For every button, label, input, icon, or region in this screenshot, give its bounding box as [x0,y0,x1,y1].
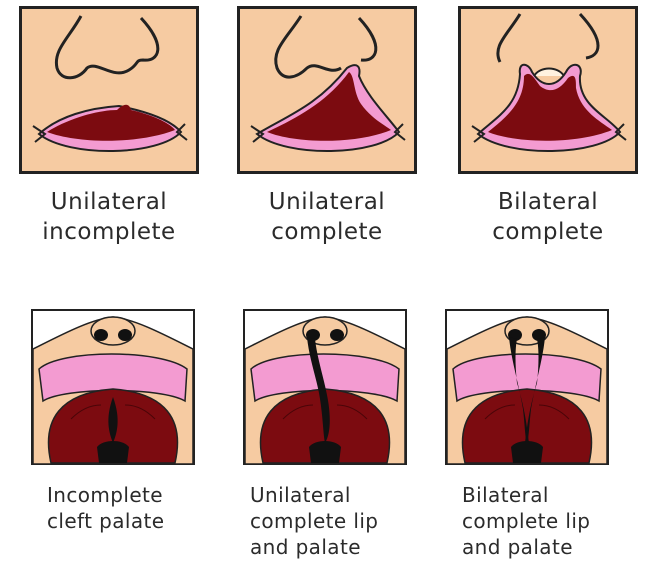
caption-unilateral-complete: Unilateral complete [228,188,426,248]
panel-bilateral-complete-lip [458,6,638,174]
unilateral-incomplete-lip-illustration [19,6,199,174]
bilateral-lip-palate-illustration [445,309,609,465]
unilateral-complete-lip-illustration [237,6,417,174]
panel-incomplete-cleft-palate [31,309,195,465]
caption-incomplete-cleft-palate: Incomplete cleft palate [47,482,217,534]
caption-bilateral-complete: Bilateral complete [449,188,647,248]
caption-unilateral-incomplete: Unilateral incomplete [10,188,208,248]
panel-unilateral-complete-lip [237,6,417,174]
bilateral-complete-lip-illustration [458,6,638,174]
unilateral-lip-palate-illustration [243,309,407,465]
caption-unilateral-lip-palate: Unilateral complete lip and palate [250,482,430,560]
panel-unilateral-lip-palate [243,309,407,465]
caption-bilateral-lip-palate: Bilateral complete lip and palate [462,482,642,560]
incomplete-cleft-palate-illustration [31,309,195,465]
panel-unilateral-incomplete-lip [19,6,199,174]
panel-bilateral-lip-palate [445,309,609,465]
